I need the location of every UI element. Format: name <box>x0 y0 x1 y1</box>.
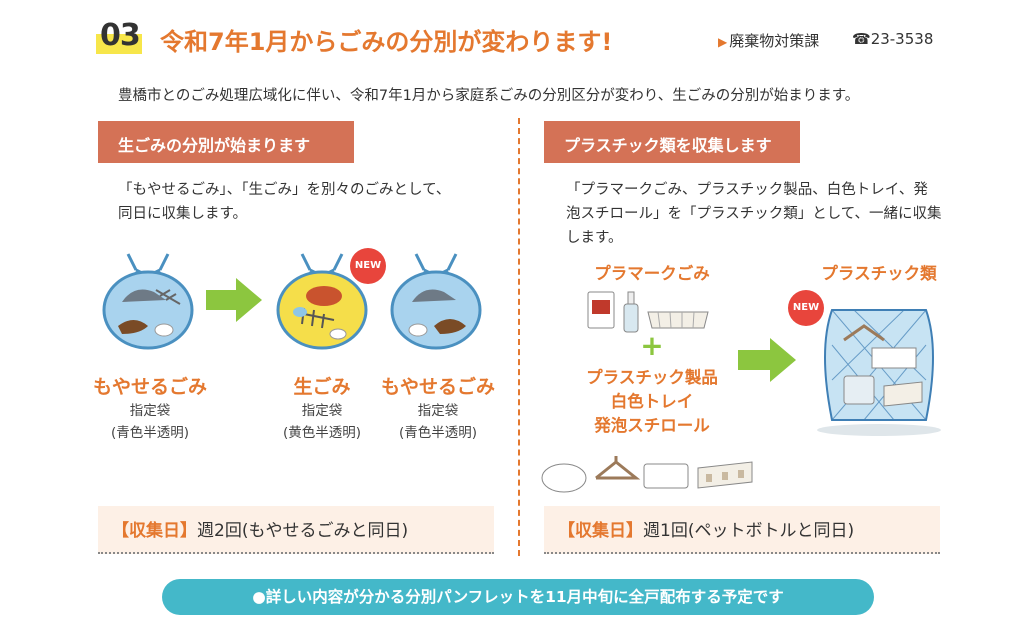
blue-garbage-bag-icon <box>390 253 482 350</box>
bag-label-burnable-1: もやせるごみ 指定袋 (青色半透明) <box>88 374 212 444</box>
phone-icon: ☎ <box>852 30 871 48</box>
bag-name: 生ごみ <box>293 376 351 398</box>
new-badge: NEW <box>788 290 824 326</box>
right-arrow-icon <box>738 338 796 382</box>
bag-name: もやせるごみ <box>92 376 207 398</box>
left-heading: 生ごみの分別が始まります <box>98 121 354 163</box>
left-paragraph: 「もやせるごみ」、「生ごみ」を別々のごみとして、 同日に収集します。 <box>118 178 450 226</box>
products-line: 白色トレイ <box>610 392 694 411</box>
schedule-tag: 【収集日】 <box>558 521 643 541</box>
triangle-icon: ▶ <box>718 35 728 49</box>
phone-info: ☎23-3538 <box>852 30 933 48</box>
products-label: プラスチック製品 白色トレイ 発泡スチロール <box>562 366 742 438</box>
right-arrow-icon <box>206 278 262 322</box>
info-banner: ●詳しい内容が分かる分別パンフレットを11月中旬に全戸配布する予定です <box>162 579 874 615</box>
right-paragraph-line: 泡スチロール」を「プラスチック類」として、一緒に収集 <box>566 206 942 222</box>
plastic-products-icon <box>541 456 753 493</box>
plus-sign: + <box>640 329 664 362</box>
blue-garbage-bag-icon <box>102 253 194 350</box>
column-divider <box>518 118 520 556</box>
right-schedule: 【収集日】週1回(ペットボトルと同日) <box>544 506 940 554</box>
new-badge: NEW <box>350 248 386 284</box>
section-number-text: 03 <box>100 18 141 53</box>
bag-label-burnable-2: もやせるごみ 指定袋 (青色半透明) <box>376 374 500 444</box>
bag-label-food-waste: 生ごみ 指定袋 (黄色半透明) <box>260 374 384 444</box>
bag-type: 指定袋 <box>129 403 171 419</box>
left-paragraph-line: 「もやせるごみ」、「生ごみ」を別々のごみとして、 <box>118 182 451 198</box>
products-line: プラスチック製品 <box>586 368 718 387</box>
department-name: 廃棄物対策課 <box>729 32 820 50</box>
result-label: プラスチック類 <box>821 264 937 283</box>
intro-text: 豊橋市とのごみ処理広域化に伴い、令和7年1月から家庭系ごみの分別区分が変わり、生… <box>118 88 860 104</box>
yellow-garbage-bag-icon <box>276 253 368 350</box>
bag-name: もやせるごみ <box>380 376 495 398</box>
pla-mark-label: プラマークごみ <box>594 264 710 283</box>
schedule-text: 週2回(もやせるごみと同日) <box>197 521 409 541</box>
pla-mark-items-icon <box>587 291 709 333</box>
bag-type: 指定袋 <box>301 403 343 419</box>
collection-net-icon <box>817 309 941 436</box>
bag-color-note: (青色半透明) <box>110 425 190 441</box>
department-info: ▶廃棄物対策課 <box>718 30 819 51</box>
schedule-text: 週1回(ペットボトルと同日) <box>643 521 855 541</box>
schedule-tag: 【収集日】 <box>112 521 197 541</box>
section-number: 03 <box>96 16 142 56</box>
products-line: 発泡スチロール <box>594 416 710 435</box>
page-title: 令和7年1月からごみの分別が変わります! <box>160 28 613 56</box>
right-heading: プラスチック類を収集します <box>544 121 800 163</box>
right-paragraph: 「プラマークごみ、プラスチック製品、白色トレイ、発 泡スチロール」を「プラスチッ… <box>566 178 942 250</box>
phone-number: 23-3538 <box>870 30 934 48</box>
bag-color-note: (黄色半透明) <box>282 425 362 441</box>
right-paragraph-line: 「プラマークごみ、プラスチック製品、白色トレイ、発 <box>566 182 928 198</box>
right-paragraph-line: します。 <box>566 230 623 246</box>
bag-color-note: (青色半透明) <box>398 425 478 441</box>
left-schedule: 【収集日】週2回(もやせるごみと同日) <box>98 506 494 554</box>
left-paragraph-line: 同日に収集します。 <box>118 206 248 222</box>
bag-type: 指定袋 <box>417 403 459 419</box>
